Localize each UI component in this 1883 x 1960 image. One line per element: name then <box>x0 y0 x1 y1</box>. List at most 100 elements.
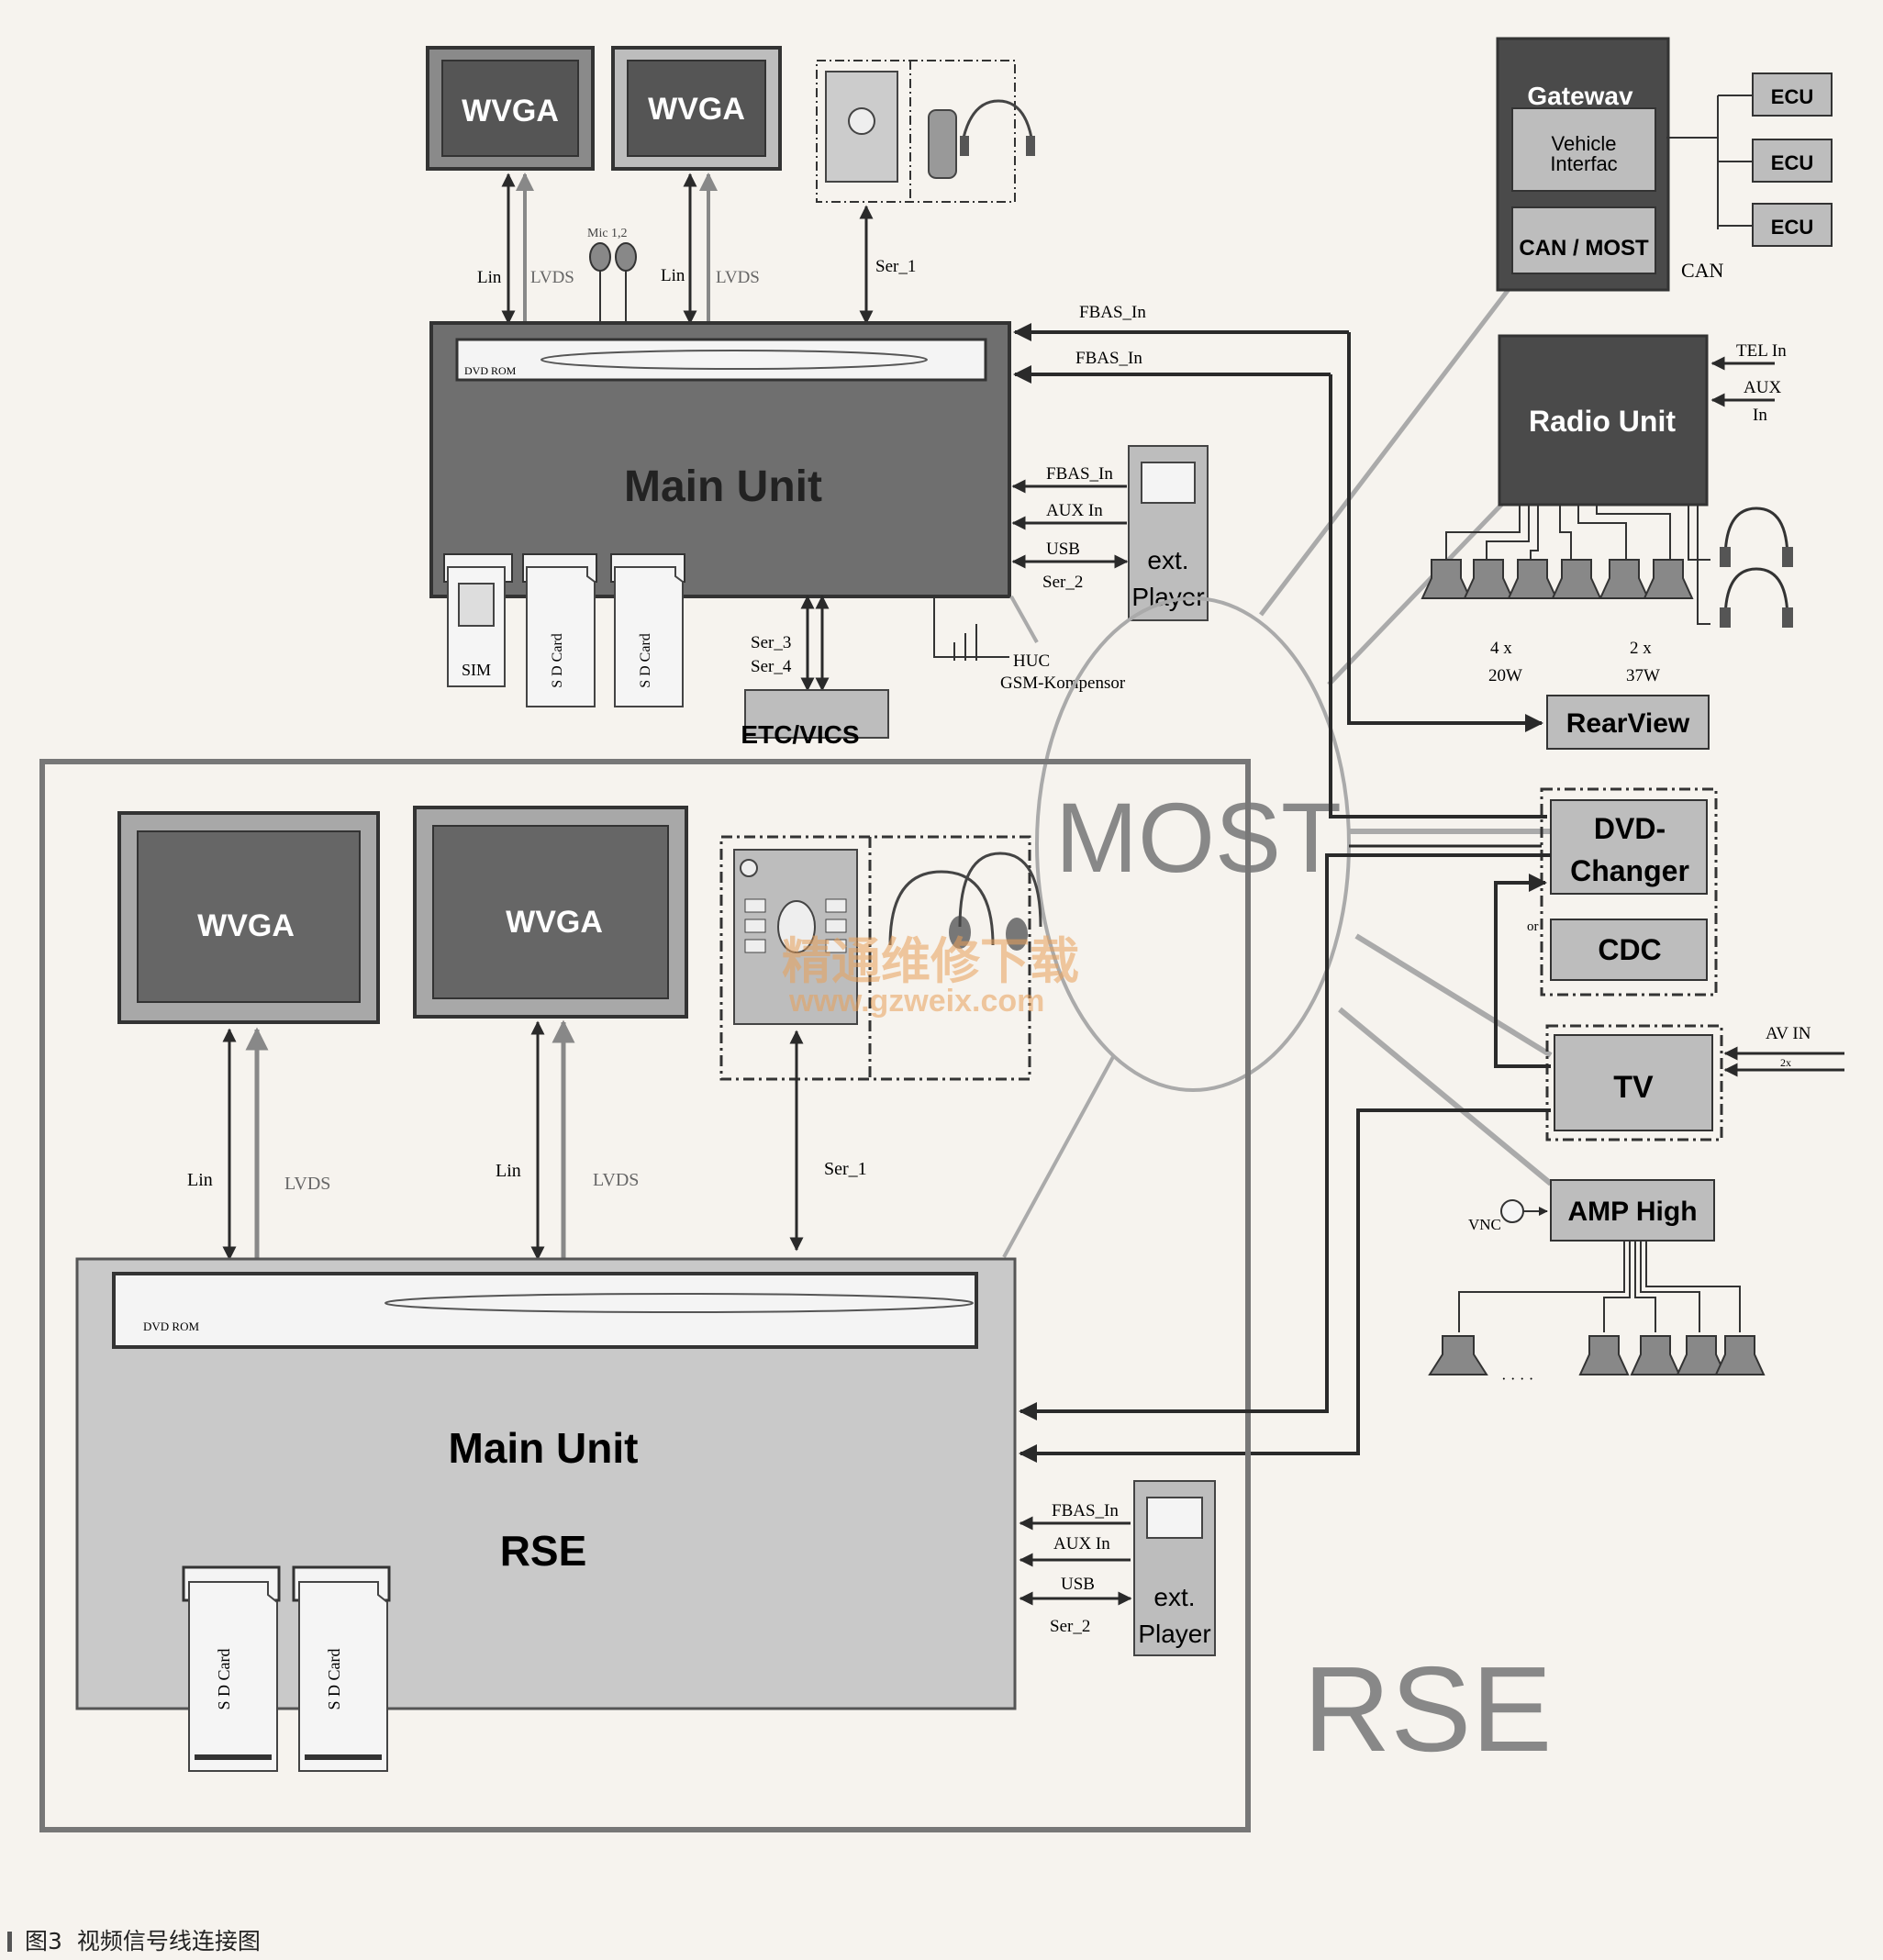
rse-ext-player: ext. Player <box>1133 1480 1216 1656</box>
speaker-icon <box>1599 559 1650 599</box>
amp-high-box: AMP High <box>1550 1179 1715 1242</box>
watermark-url: www.gzweix.com <box>788 984 1044 1019</box>
right-section: Gatewav Vehicle Interfac CAN / MOST ECU … <box>1019 37 1844 1463</box>
gateway-label: Gatewav <box>1527 82 1633 110</box>
rse-display-left: WVGA <box>117 811 380 1024</box>
etc-vics-box <box>744 689 889 739</box>
speaker-icon <box>1643 559 1694 599</box>
rse-lin-right: Lin <box>496 1161 521 1181</box>
rse-sd-card-2-label: S D Card <box>325 1649 343 1710</box>
spk-left-label-1: 4 x <box>1490 639 1512 658</box>
most-label: MOST <box>1055 782 1342 893</box>
speaker-icon <box>1428 1335 1488 1375</box>
headphone-icon <box>1723 567 1789 621</box>
spk-left-label-2: 20W <box>1488 666 1522 685</box>
rearview-label: RearView <box>1566 708 1690 739</box>
amp-dots: · · · · <box>1501 1370 1533 1387</box>
tel-in-label: TEL In <box>1736 341 1787 361</box>
speaker-icons-radio <box>1421 559 1694 599</box>
cdc-label: CDC <box>1598 933 1661 966</box>
top-ser2: Ser_2 <box>1042 573 1083 592</box>
tv-box: TV <box>1545 1024 1723 1141</box>
rse-main-unit-sublabel: RSE <box>500 1527 587 1575</box>
dvd-changer-group: DVD- Changer or CDC <box>1527 787 1718 997</box>
most-ring: MOST <box>1002 283 1553 1258</box>
speaker-icon <box>1507 559 1558 599</box>
rse-usb: USB <box>1061 1575 1095 1594</box>
rse-headphone-icon <box>958 852 1042 928</box>
top-sd-card-2: S D Card <box>614 566 684 707</box>
rse-sd-card-2: S D Card <box>298 1581 388 1772</box>
dvd-changer-box <box>1550 799 1708 895</box>
rse-frame <box>39 759 1251 1832</box>
spk-right-label-1: 2 x <box>1630 639 1652 658</box>
gsm-label: GSM-Kompensor <box>1000 674 1126 693</box>
caption-bar <box>7 1932 12 1952</box>
top-dvd-rom-slot <box>455 338 987 382</box>
radio-unit-label: Radio Unit <box>1529 405 1676 438</box>
ecu-2-label: ECU <box>1771 151 1813 174</box>
rse-big-label: RSE <box>1303 1642 1552 1776</box>
ecu-1: ECU <box>1752 72 1833 117</box>
tv-label: TV <box>1613 1070 1654 1105</box>
rse-display-left-label: WVGA <box>197 908 295 943</box>
speaker-icon <box>1578 1335 1630 1375</box>
aux-label-2: In <box>1753 406 1767 425</box>
rse-remote-headphone-box <box>719 835 1042 1081</box>
rse-fbas-in: FBAS_In <box>1052 1501 1119 1520</box>
caption-figure-number: 图3 <box>25 1928 62 1954</box>
rearview-box: RearView <box>1546 695 1710 750</box>
top-display-right-label: WVGA <box>648 92 745 127</box>
vehicle-label-1: Vehicle <box>1552 132 1617 155</box>
rse-main-unit-label: Main Unit <box>449 1424 639 1472</box>
vnc-mic-icon: VNC <box>1468 1199 1548 1233</box>
top-fbas-in-2: FBAS_In <box>1075 349 1142 368</box>
rse-lvds-right: LVDS <box>593 1170 639 1190</box>
top-sim-label: SIM <box>462 661 491 679</box>
dvd-changer-label-1: DVD- <box>1594 812 1666 845</box>
rse-sd-card-1: S D Card <box>188 1581 278 1772</box>
vehicle-label-2: Interfac <box>1550 152 1617 175</box>
top-fbas-in-1: FBAS_In <box>1079 303 1146 322</box>
top-main-unit: DVD ROM Main Unit <box>429 321 1011 598</box>
spk-right-label-2: 37W <box>1626 666 1660 685</box>
dvd-changer-label-2: Changer <box>1570 854 1689 887</box>
top-lin-right: Lin <box>661 266 685 285</box>
cdc-box <box>1550 919 1708 981</box>
top-lin-left: Lin <box>477 268 502 287</box>
rse-ser2: Ser_2 <box>1050 1617 1090 1636</box>
gateway-box: Gatewav Vehicle Interfac CAN / MOST <box>1496 37 1670 292</box>
top-ser4: Ser_4 <box>751 657 792 676</box>
mic-icon: Mic 1,2 <box>587 227 637 323</box>
top-headphone-icon <box>962 99 1033 139</box>
top-lvds-right: LVDS <box>716 268 760 287</box>
top-ext-player: ext. Player <box>1128 445 1209 621</box>
top-sd-card-1-label: S D Card <box>550 633 565 688</box>
speaker-icon <box>1463 559 1514 599</box>
top-display-left-label: WVGA <box>462 94 559 128</box>
top-remote-small-icon <box>928 109 957 179</box>
rse-display-right: WVGA <box>413 806 688 1019</box>
top-ser3: Ser_3 <box>751 633 791 652</box>
rse-lvds-left: LVDS <box>284 1174 330 1194</box>
top-dvd-rom-label: DVD ROM <box>464 364 517 377</box>
rse-ext-player-label-2: Player <box>1138 1620 1210 1648</box>
top-sd-card-2-label: S D Card <box>638 633 653 688</box>
ecu-2: ECU <box>1752 139 1833 183</box>
headphone-icon <box>1723 507 1789 561</box>
can-label: CAN <box>1681 259 1724 282</box>
speaker-icon <box>1551 559 1602 599</box>
top-lvds-left: LVDS <box>530 268 574 287</box>
watermark: 精通维修下载 www.gzweix.com <box>782 934 1079 1019</box>
top-aux-in: AUX In <box>1046 501 1103 520</box>
ecu-1-label: ECU <box>1771 85 1813 108</box>
av-in-sub: 2x <box>1780 1056 1791 1069</box>
speaker-icon <box>1714 1335 1766 1375</box>
av-in-label: AV IN <box>1766 1024 1811 1043</box>
top-fbas-in-ext: FBAS_In <box>1046 464 1113 484</box>
rse-dvd-rom-label: DVD ROM <box>143 1320 199 1333</box>
vnc-label: VNC <box>1468 1216 1501 1233</box>
rse-aux-in: AUX In <box>1053 1534 1110 1554</box>
rse-ext-player-label-1: ext. <box>1153 1583 1195 1611</box>
